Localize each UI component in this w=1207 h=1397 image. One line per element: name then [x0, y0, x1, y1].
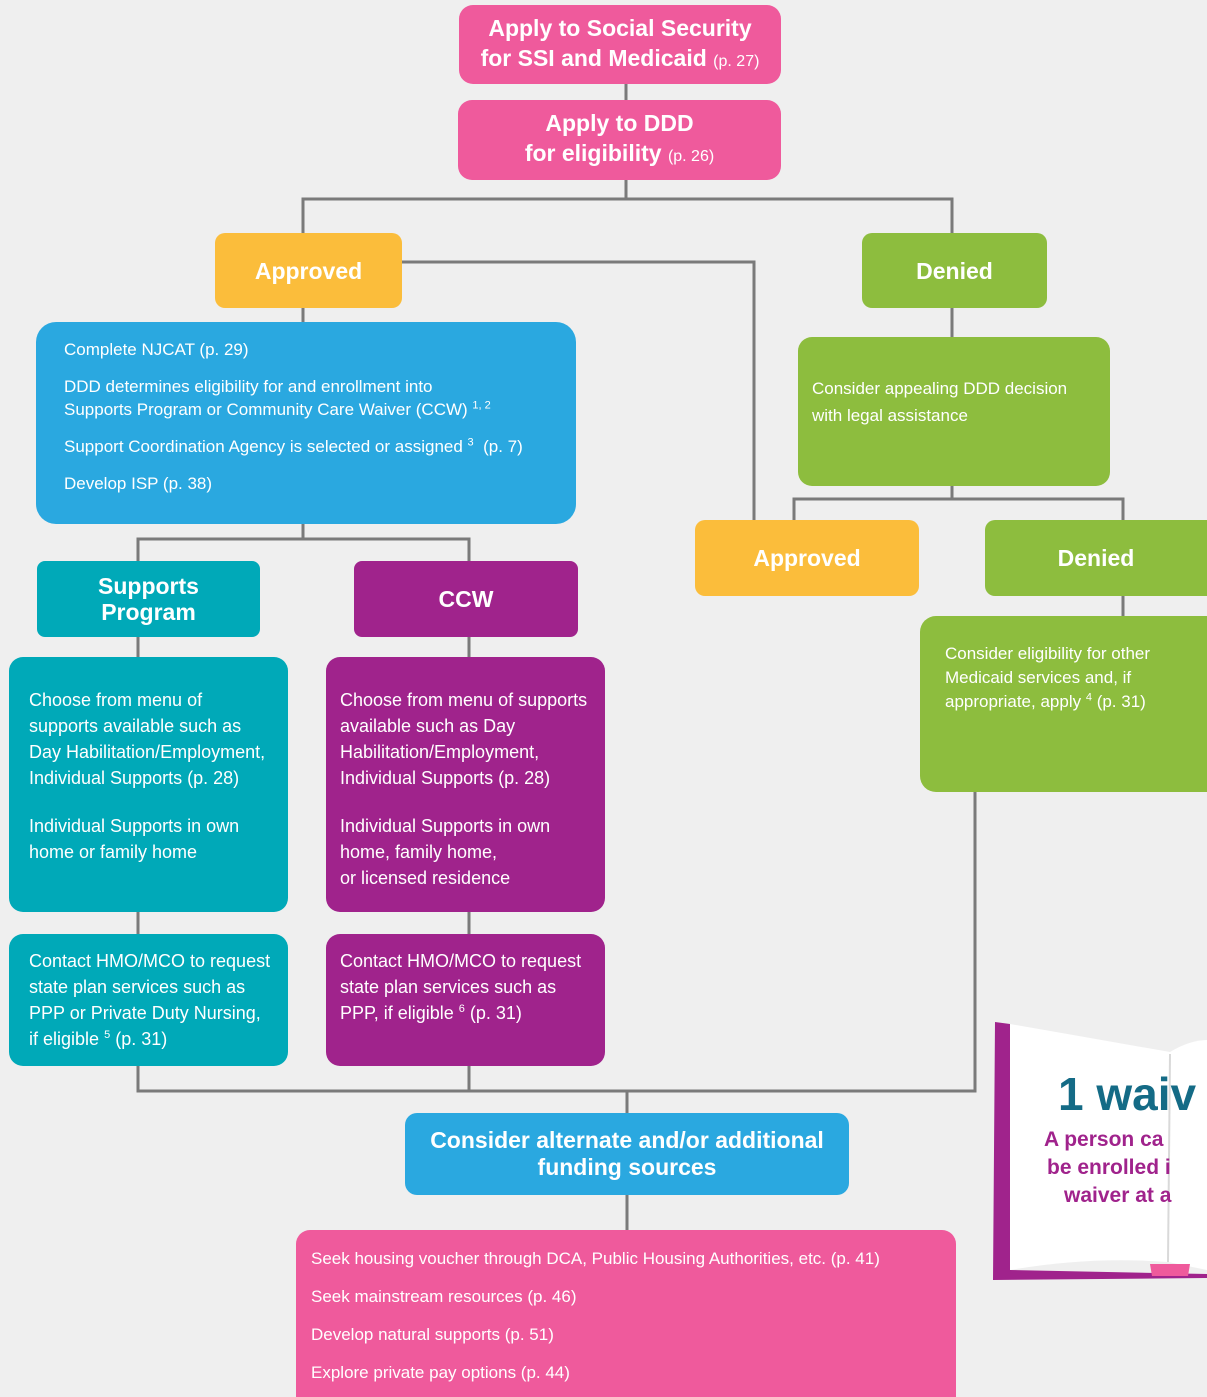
supports-hmo-ref: (p. 31) — [115, 1029, 168, 1049]
apply-ddd-node: Apply to DDD for eligibility (p. 26) — [458, 100, 781, 180]
apply-ssi-ref: (p. 27) — [713, 52, 760, 70]
funding-line2: funding sources — [537, 1154, 717, 1180]
denied-node: Denied — [862, 233, 1047, 308]
footnote-ref-5: 5 — [104, 1029, 111, 1041]
footnote-ref-6: 6 — [458, 1003, 465, 1015]
ccw-hmo-text: Contact HMO/MCO to request state plan se… — [340, 951, 582, 1023]
apply-ssi-node: Apply to Social Security for SSI and Med… — [459, 5, 781, 84]
supports-hmo-text: Contact HMO/MCO to request state plan se… — [29, 951, 271, 1049]
support-coordination-ref: (p. 7) — [483, 437, 523, 456]
footnote-ref-3: 3 — [467, 436, 474, 449]
ccw-label: CCW — [438, 586, 494, 612]
eligibility-item: DDD determines eligibility for and enrol… — [64, 375, 576, 421]
funding-item-natural: Develop natural supports (p. 51) — [311, 1325, 554, 1344]
apply-ddd-line2: for eligibility — [524, 140, 662, 166]
other-medicaid-box: Consider eligibility for other Medicaid … — [920, 616, 1207, 792]
appeal-approved-node: Approved — [695, 520, 919, 596]
ccw-menu-box: Choose from menu of supports available s… — [326, 657, 605, 912]
supports-menu-box: Choose from menu of supports available s… — [9, 657, 288, 912]
ccw-menu-para2b: or licensed residence — [340, 868, 511, 888]
other-medicaid-text: Consider eligibility for other Medicaid … — [945, 644, 1151, 711]
apply-ssi-line1: Apply to Social Security — [488, 14, 752, 41]
approved-process-box: Complete NJCAT (p. 29) DDD determines el… — [36, 322, 576, 524]
apply-ddd-line1: Apply to DDD — [545, 110, 694, 136]
funding-item-private: Explore private pay options (p. 44) — [311, 1363, 570, 1382]
ccw-hmo-ref: (p. 31) — [469, 1003, 522, 1023]
supports-program-line2: Program — [101, 599, 196, 625]
eligibility-item-line1: DDD determines eligibility for and enrol… — [64, 377, 433, 396]
funding-item-mainstream: Seek mainstream resources (p. 46) — [311, 1287, 577, 1306]
supports-menu-para2: Individual Supports in own home or famil… — [29, 816, 240, 862]
appeal-denied-node: Denied — [985, 520, 1207, 596]
apply-ssi-line2: for SSI and Medicaid — [480, 44, 707, 71]
approved-label: Approved — [254, 257, 363, 284]
support-coordination-item: Support Coordination Agency is selected … — [64, 435, 576, 458]
funding-list-box: Seek housing voucher through DCA, Public… — [296, 1230, 956, 1397]
apply-ddd-ref: (p. 26) — [667, 148, 715, 165]
book-line2: be enrolled i — [1047, 1156, 1171, 1179]
approved-node: Approved — [215, 233, 402, 308]
other-medicaid-ref: (p. 31) — [1096, 692, 1146, 711]
funding-line1: Consider alternate and/or additional — [430, 1127, 824, 1153]
ccw-menu-para1: Choose from menu of supports available s… — [340, 690, 588, 788]
funding-node: Consider alternate and/or additional fun… — [405, 1113, 849, 1195]
supports-hmo-box: Contact HMO/MCO to request state plan se… — [9, 934, 288, 1066]
supports-menu-para1: Choose from menu of supports available s… — [29, 690, 266, 788]
funding-item-housing: Seek housing voucher through DCA, Public… — [311, 1249, 880, 1268]
footnote-ref-4: 4 — [1085, 691, 1092, 704]
njcat-item: Complete NJCAT (p. 29) — [64, 340, 249, 359]
denied-label: Denied — [916, 257, 993, 284]
isp-item: Develop ISP (p. 38) — [64, 474, 213, 493]
ccw-menu-para2a: Individual Supports in own home, family … — [340, 816, 551, 862]
open-book-icon — [993, 1022, 1207, 1280]
supports-program-node: Supports Program — [37, 561, 260, 637]
ccw-hmo-box: Contact HMO/MCO to request state plan se… — [326, 934, 605, 1066]
book-title: 1 waiv — [1058, 1068, 1197, 1120]
appeal-denied-label: Denied — [1057, 545, 1135, 571]
book-line3: waiver at a — [1064, 1184, 1172, 1207]
book-line1: A person ca — [1044, 1128, 1164, 1151]
footnote-ref-1-2: 1, 2 — [472, 399, 491, 412]
ccw-node: CCW — [354, 561, 578, 637]
appeal-box: Consider appealing DDD decision with leg… — [798, 337, 1110, 486]
appeal-text: Consider appealing DDD decision with leg… — [812, 379, 1068, 425]
supports-program-line1: Supports — [98, 573, 199, 599]
appeal-approved-label: Approved — [753, 545, 861, 571]
support-coordination-text: Support Coordination Agency is selected … — [64, 437, 463, 456]
eligibility-item-line2: Supports Program or Community Care Waive… — [64, 400, 468, 419]
